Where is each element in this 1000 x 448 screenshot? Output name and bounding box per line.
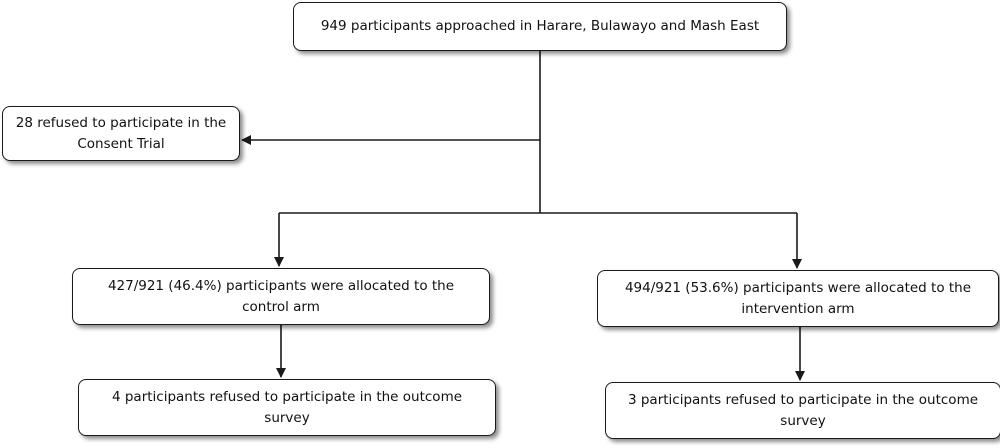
approached-box: 949 participants approached in Harare, B… [293, 2, 787, 51]
approached-text: 949 participants approached in Harare, B… [320, 18, 760, 35]
intervention-refused-text-line2: survey [780, 412, 826, 429]
intervention-arm-box: 494/921 (53.6%) participants were alloca… [597, 270, 999, 327]
control-refused-text-line1: 4 participants refused to participate in… [111, 388, 463, 405]
intervention-arm-text-line2: intervention arm [741, 300, 855, 317]
control-refused-text-line2: survey [264, 409, 310, 426]
control-arm-box: 427/921 (46.4%) participants were alloca… [72, 268, 490, 325]
control-refused-box: 4 participants refused to participate in… [78, 379, 496, 436]
control-arm-text-line1: 427/921 (46.4%) participants were alloca… [107, 277, 455, 294]
control-arm-text-line2: control arm [242, 298, 320, 315]
intervention-refused-box: 3 participants refused to participate in… [605, 382, 1000, 439]
refused-consent-box: 28 refused to participate in the Consent… [2, 106, 240, 161]
intervention-arm-text-line1: 494/921 (53.6%) participants were alloca… [624, 279, 972, 296]
refused-consent-text-line2: Consent Trial [77, 135, 165, 152]
intervention-refused-text-line1: 3 participants refused to participate in… [627, 391, 979, 408]
refused-consent-text-line1: 28 refused to participate in the [15, 114, 227, 131]
